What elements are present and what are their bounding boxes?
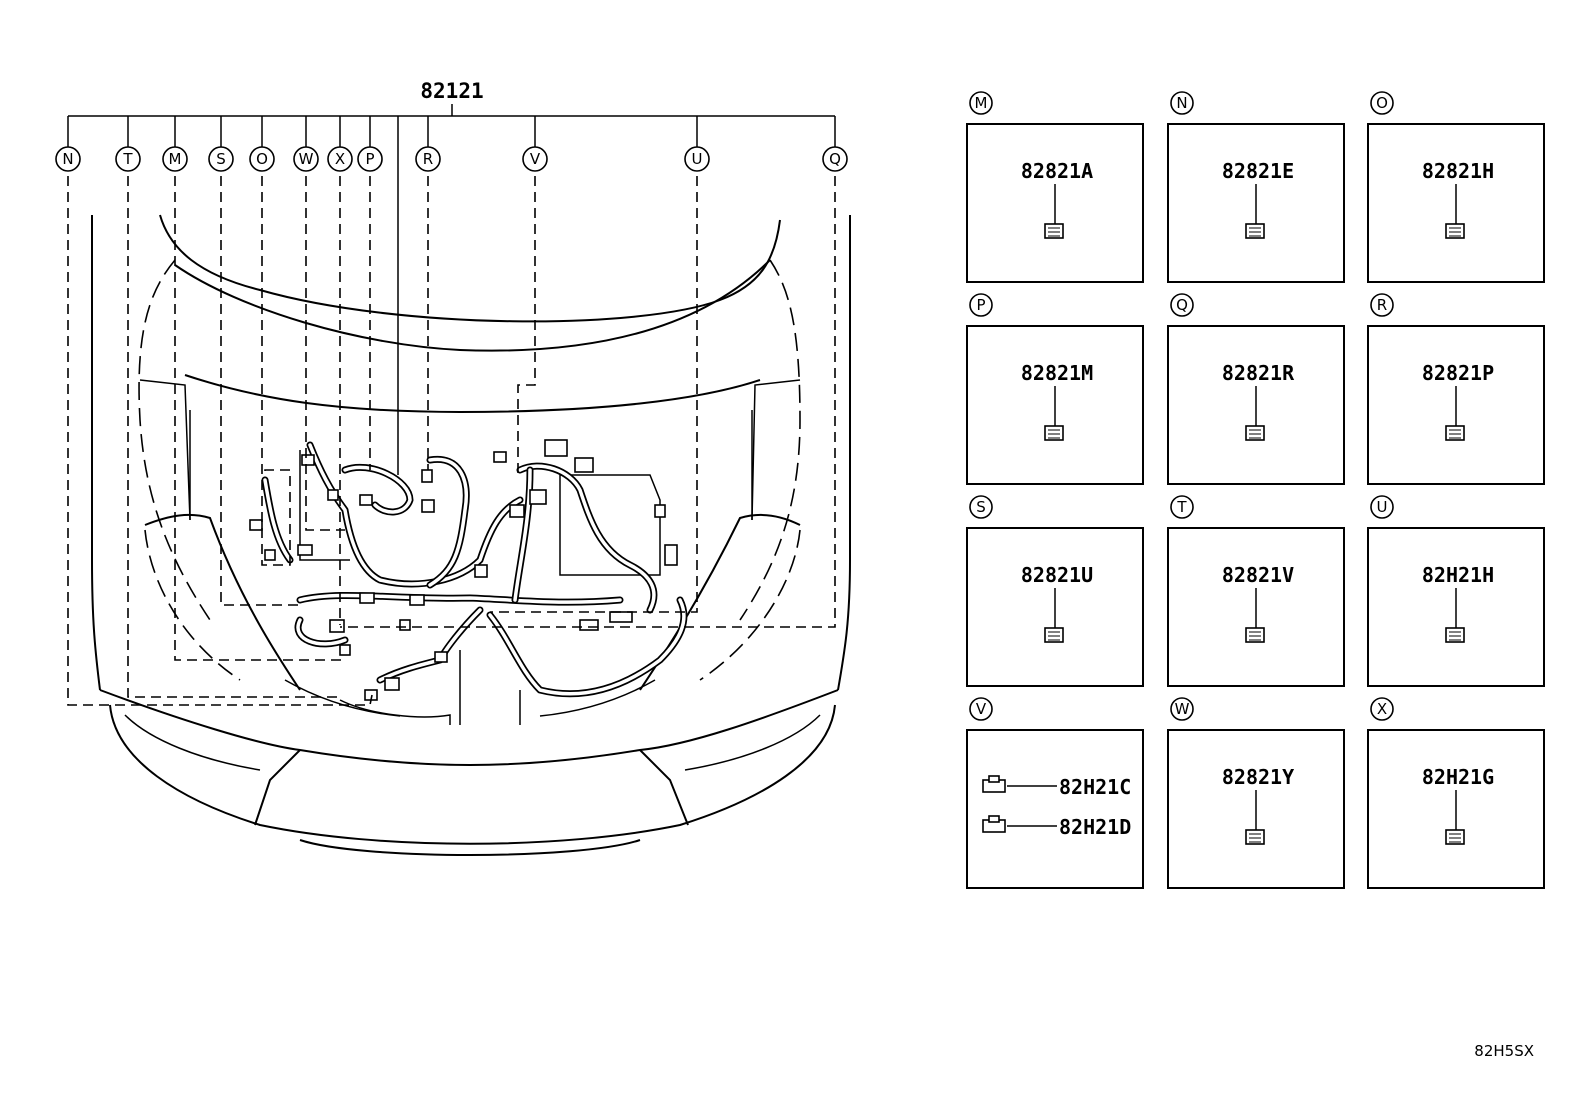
panel-n: N 82821E: [1167, 91, 1345, 283]
connector-icon: [1445, 223, 1465, 239]
connector-icon: [1044, 223, 1064, 239]
callout-p: P: [357, 116, 383, 172]
panel-letter: U: [1377, 498, 1388, 516]
part-number: 82821H: [1422, 159, 1494, 183]
callout-w: W: [293, 116, 319, 172]
callout-s: S: [208, 116, 234, 172]
callout-q: Q: [822, 116, 848, 172]
panel-u: U 82H21H: [1367, 495, 1545, 687]
callout-o: O: [249, 116, 275, 172]
connector-icon: [982, 815, 1006, 833]
part-number: 82821A: [1021, 159, 1093, 183]
panel-v: V 82H21C 82H21D: [966, 697, 1144, 889]
callout-leader-lines: [67, 176, 836, 706]
callout-letter: O: [256, 150, 268, 168]
callout-m: M: [162, 116, 188, 172]
part-number: 82821Y: [1222, 765, 1294, 789]
panel-m: M 82821A: [966, 91, 1144, 283]
connector-icon: [1245, 223, 1265, 239]
connector-icon: [1245, 829, 1265, 845]
callout-letter: S: [216, 150, 226, 168]
callout-x: X: [327, 116, 353, 172]
panel-t: T 82821V: [1167, 495, 1345, 687]
panel-letter: W: [1175, 700, 1190, 718]
part-number: 82821U: [1021, 563, 1093, 587]
callout-letter: T: [122, 150, 133, 168]
connector-icon: [982, 775, 1006, 793]
callout-u: U: [684, 116, 710, 172]
panel-letter: V: [976, 700, 987, 718]
callout-letter: U: [692, 150, 703, 168]
panel-letter: S: [976, 498, 986, 516]
part-number: 82821R: [1222, 361, 1295, 385]
callout-v: V: [522, 116, 548, 172]
part-number: 82821V: [1222, 563, 1294, 587]
panel-r: R 82821P: [1367, 293, 1545, 485]
panel-letter: P: [976, 296, 985, 314]
main-part-bracket: 82121: [68, 79, 835, 475]
part-number: 82H21G: [1422, 765, 1494, 789]
part-number: 82H21D: [1059, 815, 1131, 839]
connector-icon: [1245, 627, 1265, 643]
panel-w: W 82821Y: [1167, 697, 1345, 889]
panel-letter: R: [1377, 296, 1387, 314]
panel-letter: O: [1376, 94, 1388, 112]
callout-letter: M: [169, 150, 182, 168]
callout-letter: Q: [829, 150, 841, 168]
callout-r: R: [415, 116, 441, 172]
callout-t: T: [115, 116, 141, 172]
panel-letter: M: [975, 94, 988, 112]
panel-o: O 82821H: [1367, 91, 1545, 283]
connector-icon: [1044, 425, 1064, 441]
callout-letter: W: [299, 150, 314, 168]
panel-letter: T: [1176, 498, 1187, 516]
connector-icon: [1445, 627, 1465, 643]
panel-s: S 82821U: [966, 495, 1144, 687]
panel-frame: [966, 729, 1144, 889]
connector-icon: [1445, 425, 1465, 441]
callout-letter: R: [423, 150, 433, 168]
connector-icon: [1245, 425, 1265, 441]
panel-p: P 82821M: [966, 293, 1144, 485]
connector-icon: [1445, 829, 1465, 845]
vehicle-front-outline: [91, 214, 851, 856]
callout-letter: V: [530, 150, 541, 168]
part-number: 82821M: [1021, 361, 1093, 385]
connector-detail-panels: M 82821A N 82821E O 82821H P 82821M Q 82821R R 8282…: [966, 91, 1545, 889]
part-number: 82821E: [1222, 159, 1294, 183]
main-part-number: 82121: [420, 79, 483, 103]
callout-letter: X: [335, 150, 345, 168]
connector-icon: [1044, 627, 1064, 643]
callout-n: N: [55, 116, 81, 172]
panel-letter: N: [1176, 94, 1187, 112]
panel-q: Q 82821R: [1167, 293, 1345, 485]
callout-letter: P: [365, 150, 374, 168]
part-number: 82H21C: [1059, 775, 1131, 799]
panel-letter: Q: [1176, 296, 1188, 314]
panel-letter: X: [1377, 700, 1387, 718]
panel-x: X 82H21G: [1367, 697, 1545, 889]
engine-wire-harness: [261, 441, 688, 725]
diagram-code: 82H5SX: [1474, 1042, 1534, 1060]
harness-connectors: [249, 439, 678, 701]
callout-letter: N: [62, 150, 73, 168]
part-number: 82821P: [1422, 361, 1494, 385]
part-number: 82H21H: [1422, 563, 1494, 587]
